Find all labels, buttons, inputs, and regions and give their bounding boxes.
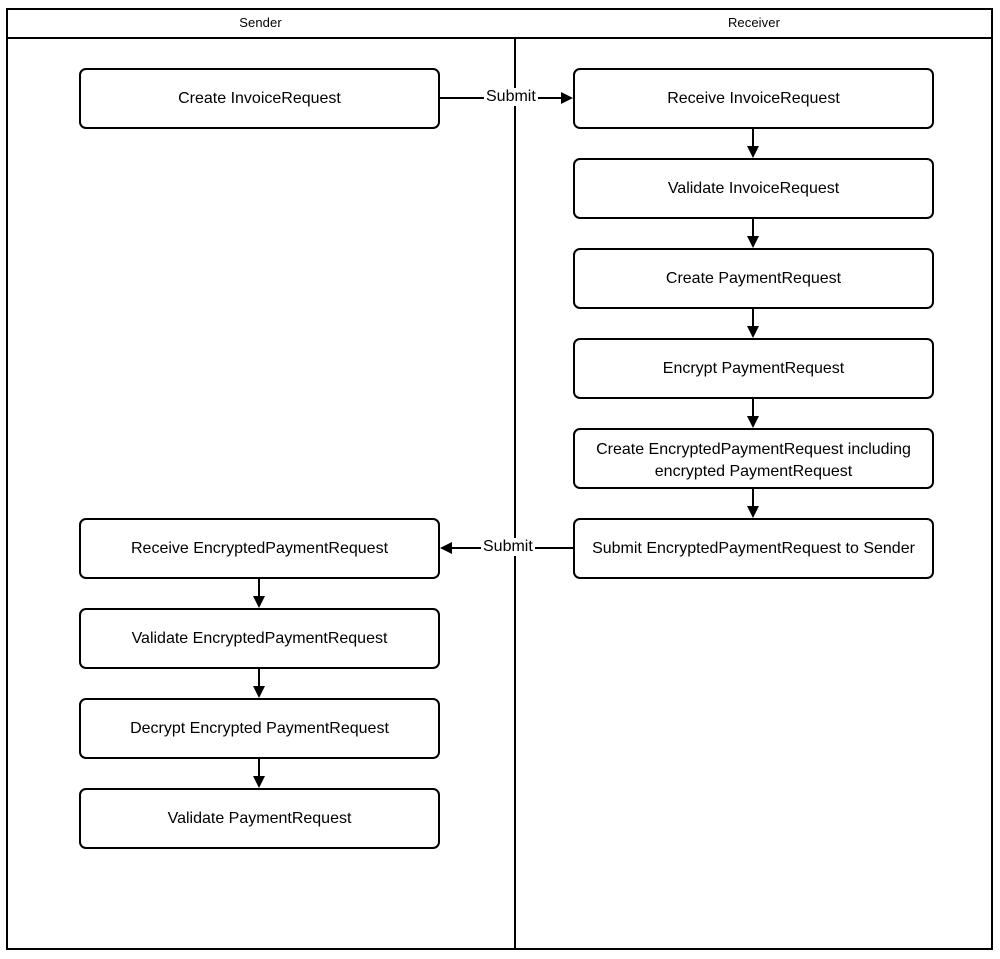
lane-header-sender: Sender (239, 15, 282, 30)
edge-n8-n9-line (258, 579, 260, 596)
lane-header-receiver: Receiver (727, 15, 781, 30)
node-submit-encryptedpaymentrequest-to-sender[interactable]: Submit EncryptedPaymentRequest to Sender (573, 518, 934, 579)
node-create-invoicerequest[interactable]: Create InvoiceRequest (79, 68, 440, 129)
edge-submit-invoicerequest-arrowhead (561, 92, 573, 104)
edge-n4-n5-line (752, 309, 754, 326)
node-decrypt-encrypted-paymentrequest[interactable]: Decrypt Encrypted PaymentRequest (79, 698, 440, 759)
node-validate-invoicerequest[interactable]: Validate InvoiceRequest (573, 158, 934, 219)
node-receive-invoicerequest[interactable]: Receive InvoiceRequest (573, 68, 934, 129)
edge-n10-n11-line (258, 759, 260, 776)
node-create-paymentrequest[interactable]: Create PaymentRequest (573, 248, 934, 309)
edge-n6-n7-arrowhead (747, 506, 759, 518)
edge-label-submit-invoicerequest: Submit (484, 88, 538, 106)
node-encrypt-paymentrequest[interactable]: Encrypt PaymentRequest (573, 338, 934, 399)
edge-n2-n3-arrowhead (747, 146, 759, 158)
edge-n8-n9-arrowhead (253, 596, 265, 608)
edge-n9-n10-line (258, 669, 260, 686)
edge-n6-n7-line (752, 489, 754, 506)
edge-n5-n6-arrowhead (747, 416, 759, 428)
node-validate-paymentrequest[interactable]: Validate PaymentRequest (79, 788, 440, 849)
edge-n10-n11-arrowhead (253, 776, 265, 788)
edge-n4-n5-arrowhead (747, 326, 759, 338)
edge-n2-n3-line (752, 129, 754, 146)
edge-submit-encryptedpaymentrequest-arrowhead (440, 542, 452, 554)
node-create-encryptedpaymentrequest[interactable]: Create EncryptedPaymentRequest including… (573, 428, 934, 489)
edge-n3-n4-arrowhead (747, 236, 759, 248)
edge-n3-n4-line (752, 219, 754, 236)
node-receive-encryptedpaymentrequest[interactable]: Receive EncryptedPaymentRequest (79, 518, 440, 579)
swimlane-header-row: Sender Receiver (6, 8, 993, 39)
edge-n9-n10-arrowhead (253, 686, 265, 698)
node-validate-encryptedpaymentrequest[interactable]: Validate EncryptedPaymentRequest (79, 608, 440, 669)
lane-divider (514, 39, 516, 949)
edge-n5-n6-line (752, 399, 754, 416)
edge-label-submit-encryptedpaymentrequest: Submit (481, 538, 535, 556)
